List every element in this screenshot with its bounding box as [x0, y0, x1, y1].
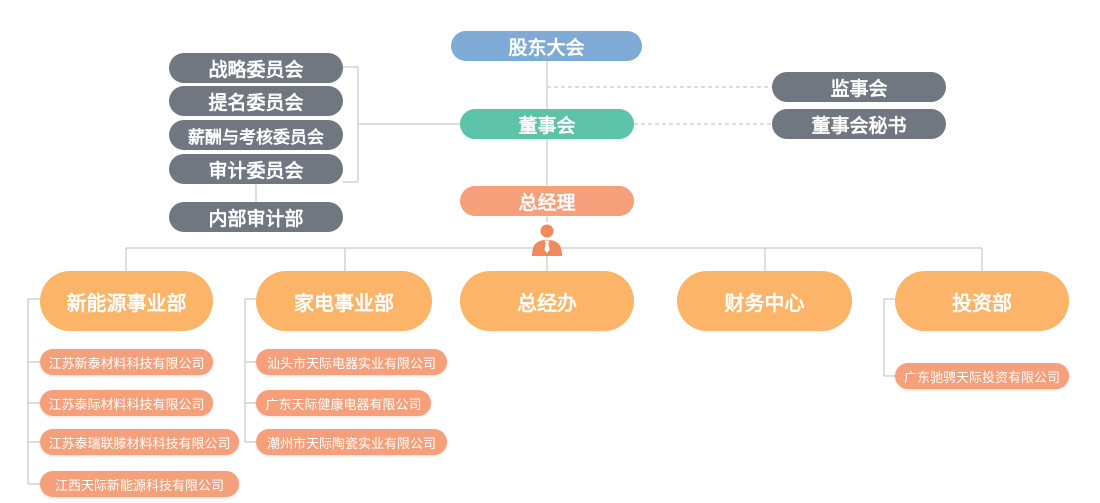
- committee-audit: 审计委员会: [169, 154, 343, 184]
- general-manager: 总经理: [460, 186, 634, 216]
- board-of-directors: 董事会: [460, 109, 634, 139]
- division-finance: 财务中心: [677, 271, 852, 331]
- person-icon: [532, 224, 562, 256]
- subsidiary-new-energy-2: 江苏泰际材料科技有限公司: [40, 390, 213, 416]
- board-secretary: 董事会秘书: [772, 109, 946, 139]
- committee-nomination: 提名委员会: [169, 86, 343, 116]
- committee-strategy: 战略委员会: [169, 53, 343, 83]
- division-appliance: 家电事业部: [256, 271, 432, 331]
- committee-compensation: 薪酬与考核委员会: [169, 120, 343, 150]
- shareholders-meeting: 股东大会: [451, 31, 642, 61]
- internal-audit-dept: 内部审计部: [169, 202, 343, 232]
- subsidiary-appliance-1: 汕头市天际电器实业有限公司: [256, 349, 447, 375]
- subsidiary-new-energy-1: 江苏新泰材料科技有限公司: [40, 349, 213, 375]
- subsidiary-appliance-2: 广东天际健康电器有限公司: [256, 390, 431, 416]
- division-gm-office: 总经办: [460, 271, 634, 331]
- subsidiary-appliance-3: 潮州市天际陶瓷实业有限公司: [256, 429, 447, 455]
- division-investment: 投资部: [895, 271, 1069, 331]
- subsidiary-new-energy-4: 江西天际新能源科技有限公司: [40, 471, 239, 497]
- subsidiary-investment-1: 广东驰骋天际投资有限公司: [895, 363, 1069, 389]
- subsidiary-new-energy-3: 江苏泰瑞联滕材料科技有限公司: [40, 429, 239, 455]
- supervisory-board: 监事会: [772, 72, 946, 102]
- division-new-energy: 新能源事业部: [40, 271, 213, 331]
